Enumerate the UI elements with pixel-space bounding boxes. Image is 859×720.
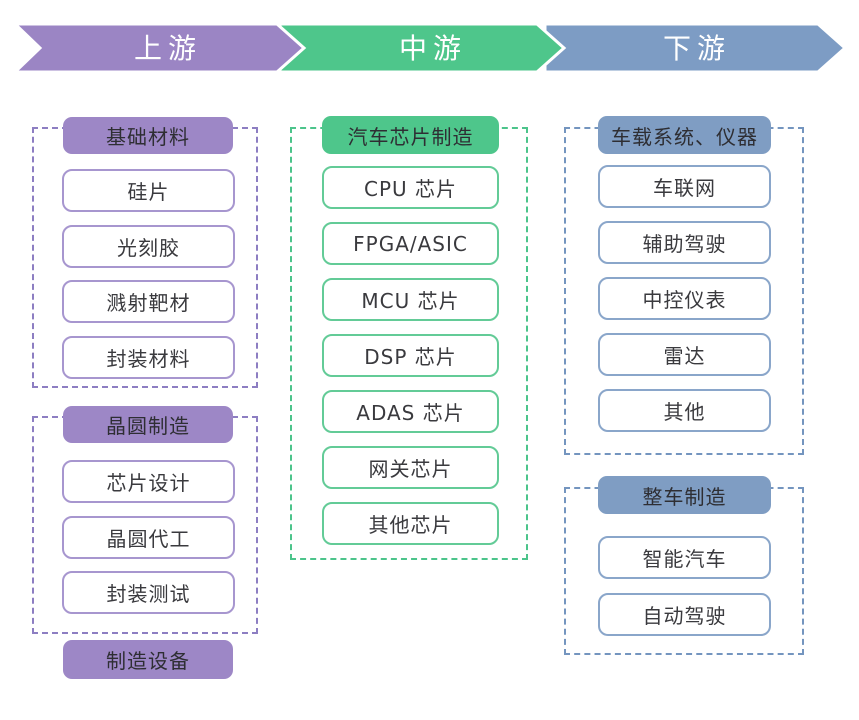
group-title-vehicle-systems-instruments: 车载系统、仪器 — [598, 116, 771, 154]
group-title-wafer-fab: 晶圆制造 — [63, 406, 233, 443]
item-central-instrument-panel: 中控仪表 — [598, 277, 771, 320]
item-other: 其他 — [598, 389, 771, 432]
item-photoresist: 光刻胶 — [62, 225, 235, 268]
banner-upstream-arrow — [11, 22, 307, 74]
banner-downstream-label: 下游 — [663, 32, 731, 65]
standalone-manufacturing-equipment: 制造设备 — [63, 640, 233, 679]
item-assisted-driving: 辅助驾驶 — [598, 221, 771, 264]
item-mcu-chip: MCU 芯片 — [322, 278, 499, 321]
banner-midstream-label: 中游 — [399, 32, 467, 65]
group-title-vehicle-manufacturing: 整车制造 — [598, 476, 771, 514]
item-packaging-testing: 封装测试 — [62, 571, 235, 614]
item-smart-car: 智能汽车 — [598, 536, 771, 579]
banner-upstream-label: 上游 — [134, 32, 202, 65]
chevron-banner: 上游 中游 下游 — [11, 22, 848, 74]
item-dsp-chip: DSP 芯片 — [322, 334, 499, 377]
item-connected-car: 车联网 — [598, 165, 771, 208]
item-other-chip: 其他芯片 — [322, 502, 499, 545]
item-chip-design: 芯片设计 — [62, 460, 235, 503]
item-autonomous-driving: 自动驾驶 — [598, 593, 771, 636]
item-gateway-chip: 网关芯片 — [322, 446, 499, 489]
group-title-basic-materials: 基础材料 — [63, 117, 233, 154]
item-wafer-foundry: 晶圆代工 — [62, 516, 235, 559]
item-radar: 雷达 — [598, 333, 771, 376]
item-fpga-asic: FPGA/ASIC — [322, 222, 499, 265]
item-cpu-chip: CPU 芯片 — [322, 166, 499, 209]
group-title-auto-chip-manufacturing: 汽车芯片制造 — [322, 116, 499, 154]
item-adas-chip: ADAS 芯片 — [322, 390, 499, 433]
item-packaging-material: 封装材料 — [62, 336, 235, 379]
item-sputtering-target: 溅射靶材 — [62, 280, 235, 323]
item-silicon-wafer: 硅片 — [62, 169, 235, 212]
